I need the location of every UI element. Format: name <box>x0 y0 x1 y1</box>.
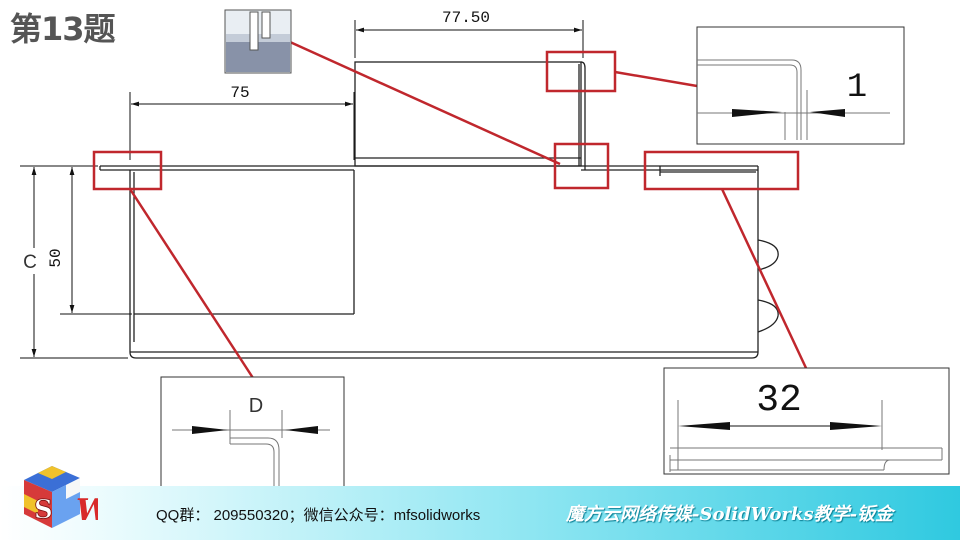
dimension-top-value: 77.50 <box>442 9 490 27</box>
callout-box-right <box>643 150 800 191</box>
gap-label: D <box>249 395 263 417</box>
sheet-metal-part <box>99 61 779 359</box>
dimension-height-c <box>20 165 128 359</box>
slide-title: 第13题 <box>10 10 116 48</box>
detail-view-hem: 32 <box>663 367 950 475</box>
solidworks-cube-logo: S W <box>24 466 98 528</box>
detail-view-thickness: 1 <box>696 26 905 145</box>
footer-brand: 魔方云网络传媒-SolidWorks教学-钣金 <box>566 504 894 525</box>
thickness-value: 1 <box>847 69 867 107</box>
callout-markers <box>92 40 808 379</box>
dimension-50-value: 50 <box>47 248 65 267</box>
callout-box-left <box>92 150 163 191</box>
svg-text:W: W <box>76 493 98 528</box>
dimension-height-50 <box>60 167 132 315</box>
detail-view-gap: D <box>160 376 345 488</box>
detail-thumbnail-3d <box>224 9 292 74</box>
hem-length-value: 32 <box>756 379 802 422</box>
footer-bar <box>0 486 960 540</box>
footer-contact: QQ群： 209550320；微信公众号：mfsolidworks <box>156 507 481 524</box>
svg-text:S: S <box>34 495 53 525</box>
callout-box-center <box>553 142 610 190</box>
dimension-left-value: 75 <box>230 84 249 102</box>
dimension-left <box>129 92 355 160</box>
callout-box-top-right <box>545 50 617 93</box>
dimension-c-label: C <box>23 252 37 273</box>
